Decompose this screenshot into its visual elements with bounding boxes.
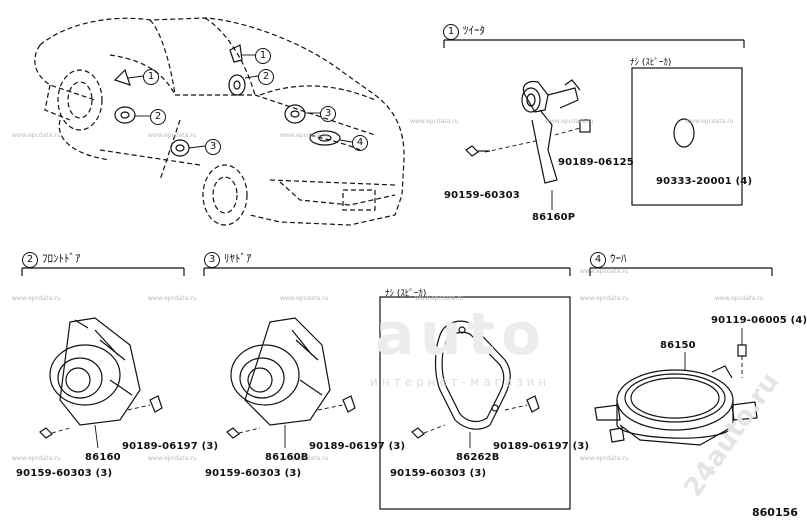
site-watermark: www.epcdata.ru (280, 132, 329, 139)
clip-rear (342, 395, 356, 413)
car-callout: 3 (205, 139, 225, 155)
part-label: 90189-06197 (3) (309, 441, 406, 452)
screw-tweeter (465, 145, 479, 157)
front-door-bracket (21, 267, 185, 276)
screw-rear-nashi (411, 427, 425, 439)
rear-cover-plate (434, 320, 511, 430)
diagram-id: 860156 (752, 506, 798, 519)
part-label: 86160 (85, 452, 121, 463)
car-leaders (127, 54, 353, 149)
site-watermark: www.epcdata.ru (580, 268, 629, 275)
front-door-speaker (49, 317, 141, 426)
car-callout: 1 (143, 69, 163, 85)
site-watermark: www.epcdata.ru (280, 455, 329, 462)
part-label: 90189-06197 (3) (122, 441, 219, 452)
woofer-bracket (589, 267, 773, 276)
car-outline (34, 17, 405, 226)
rear-nashi-box (379, 296, 571, 510)
site-watermark: www.epcdata.ru (12, 455, 61, 462)
part-label: 90119-06005 (4) (711, 315, 807, 326)
clip-front (149, 395, 163, 413)
car-callout: 1 (255, 48, 275, 64)
site-watermark: www.epcdata.ru (545, 118, 594, 125)
site-watermark: www.epcdata.ru (12, 132, 61, 139)
site-watermark: www.epcdata.ru (715, 295, 764, 302)
site-watermark: www.epcdata.ru (12, 295, 61, 302)
part-label: 90159-60303 (444, 190, 520, 201)
car-callout: 2 (150, 109, 170, 125)
tweeter-cap (673, 118, 695, 148)
watermark-big: auto (375, 300, 548, 368)
car-callout: 2 (258, 69, 278, 85)
site-watermark: www.epcdata.ru (280, 295, 329, 302)
tweeter-nashi-label: ﾅｼ (ｽﾋﾟｰｶ) (630, 58, 672, 68)
screw-woofer (737, 344, 747, 357)
screw-rear (226, 427, 240, 439)
tweeter-nashi-box (631, 67, 743, 206)
site-watermark: www.epcdata.ru (685, 118, 734, 125)
car-speakers (113, 44, 341, 157)
rear-door-bracket (203, 267, 571, 276)
rear-door-speaker (230, 317, 331, 426)
car-callout: 3 (320, 106, 340, 122)
site-watermark: www.epcdata.ru (148, 132, 197, 139)
site-watermark: www.epcdata.ru (580, 295, 629, 302)
clip-tweeter (579, 119, 591, 133)
rear-nashi-label: ﾅｼ (ｽﾋﾟｰｶ) (385, 289, 427, 299)
part-label: 90159-60303 (3) (16, 468, 113, 479)
site-watermark: www.epcdata.ru (415, 295, 464, 302)
site-watermark: www.epcdata.ru (148, 295, 197, 302)
part-label: 86160B (265, 452, 309, 463)
watermark-big-sub: интернет-магазин (370, 375, 551, 389)
part-label: 90333-20001 (4) (656, 176, 753, 187)
car-callout: 4 (352, 135, 372, 151)
clip-rear-nashi (526, 395, 540, 413)
part-label: 90189-06125 (558, 157, 634, 168)
part-label: 90189-06197 (3) (493, 441, 590, 452)
screw-front (39, 427, 53, 439)
site-watermark: www.epcdata.ru (148, 455, 197, 462)
part-label: 86262B (456, 452, 500, 463)
tweeter-bracket (443, 39, 745, 48)
part-label: 90159-60303 (3) (205, 468, 302, 479)
tweeter-assembly (521, 79, 581, 184)
site-watermark: www.epcdata.ru (580, 455, 629, 462)
part-label: 90159-60303 (3) (390, 468, 487, 479)
woofer-assembly (594, 365, 758, 446)
part-label: 86150 (660, 340, 696, 351)
part-label: 86160P (532, 212, 576, 223)
site-watermark: www.epcdata.ru (410, 118, 459, 125)
